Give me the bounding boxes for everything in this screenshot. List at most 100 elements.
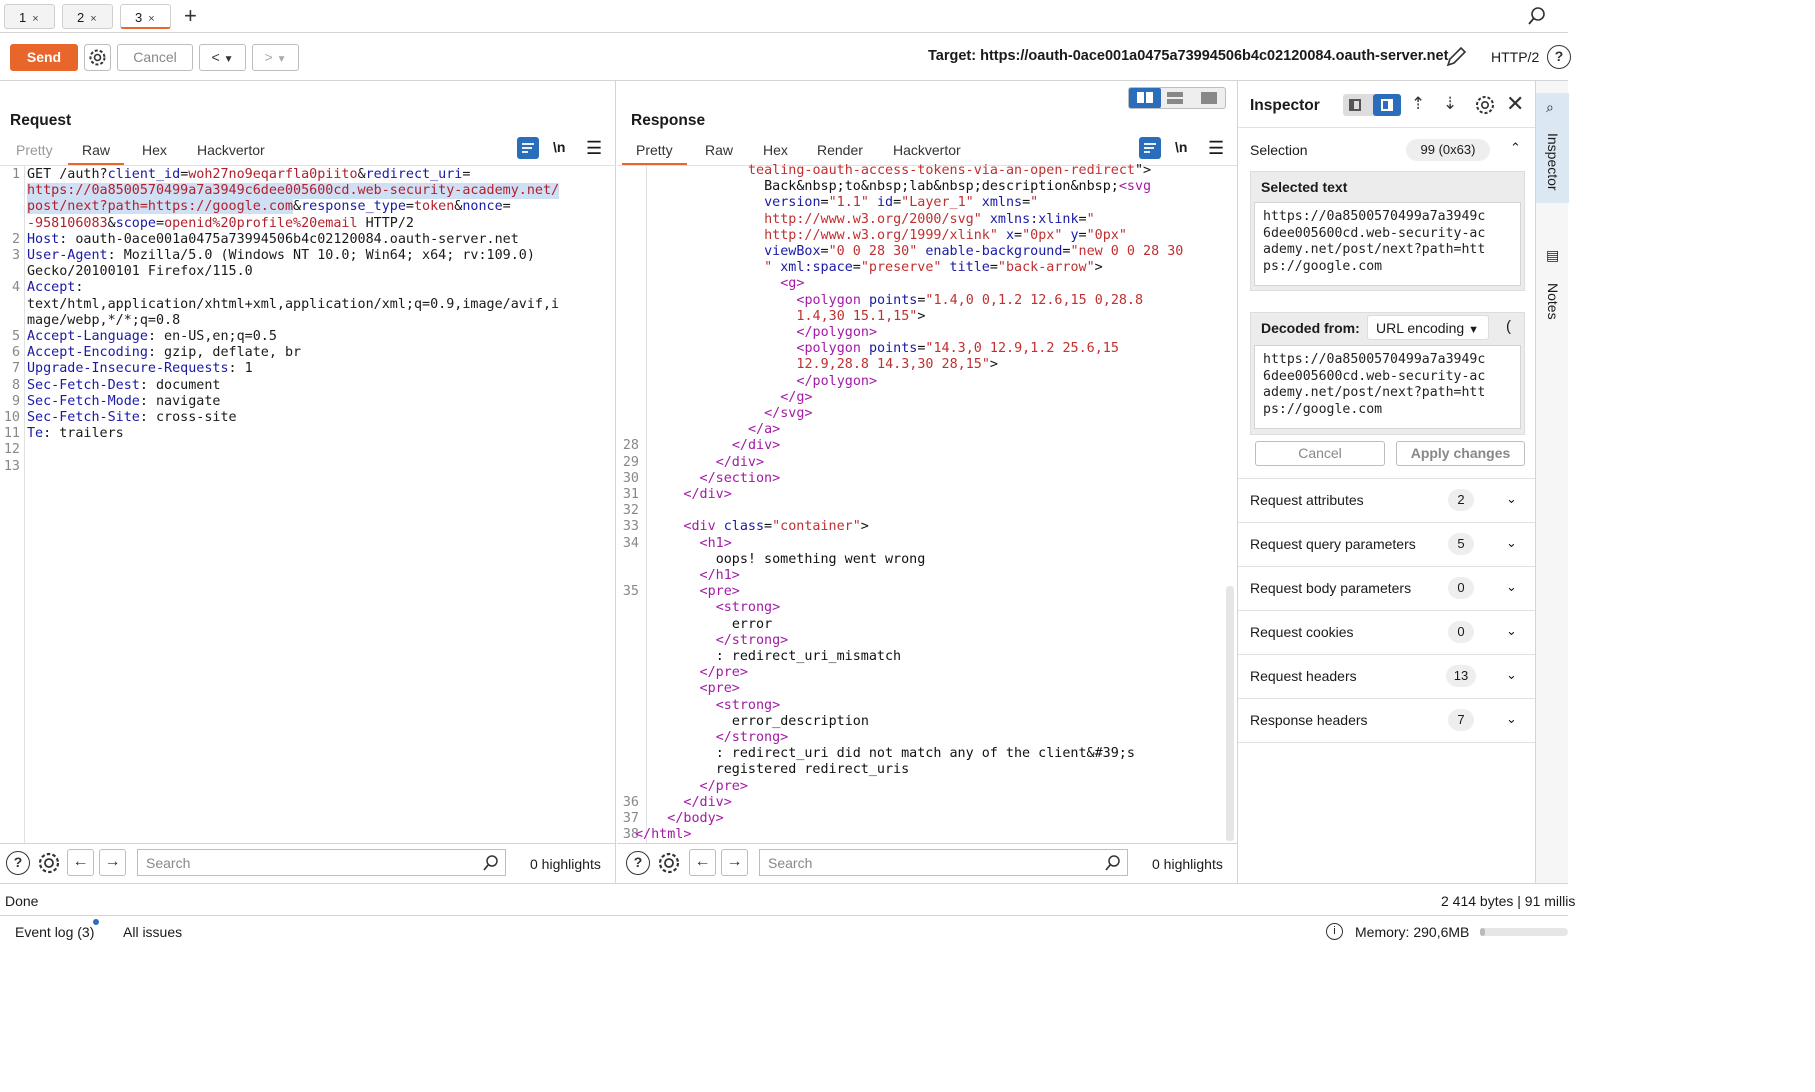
help-icon[interactable]: ? xyxy=(626,851,650,875)
forward-history-button[interactable]: > ▼ xyxy=(252,44,299,71)
help-icon[interactable]: ? xyxy=(6,851,30,875)
expand-all-icon[interactable]: ⇡ xyxy=(1411,94,1426,113)
settings-gear-icon[interactable] xyxy=(84,44,111,71)
newline-toggle[interactable]: \n xyxy=(1175,139,1188,155)
edit-pencil-icon[interactable] xyxy=(1444,45,1468,69)
chevron-left-icon: < xyxy=(211,49,220,65)
close-icon[interactable]: × xyxy=(90,13,97,25)
section-label: Request attributes xyxy=(1250,492,1364,508)
tab-hex[interactable]: Hex xyxy=(142,142,167,158)
arrow-left-icon: ← xyxy=(694,853,711,870)
count-badge: 0 xyxy=(1448,577,1474,599)
tab-raw[interactable]: Raw xyxy=(68,142,125,165)
close-icon[interactable]: ✕ xyxy=(1506,91,1525,116)
all-issues-link[interactable]: All issues xyxy=(123,924,183,940)
notes-icon: ▤ xyxy=(1546,247,1560,263)
side-tab-inspector[interactable]: ⌕ Inspector xyxy=(1536,93,1569,203)
next-match-button[interactable]: → xyxy=(99,849,126,876)
tab-pretty[interactable]: Pretty xyxy=(622,142,687,165)
tab-1[interactable]: 1× xyxy=(4,4,55,29)
tab-raw[interactable]: Raw xyxy=(705,142,734,158)
count-badge: 5 xyxy=(1448,533,1474,555)
close-icon[interactable]: × xyxy=(32,13,39,25)
search-icon xyxy=(1105,855,1120,871)
back-history-button[interactable]: < ▼ xyxy=(199,44,246,71)
side-tab-notes[interactable]: ▤ Notes xyxy=(1536,241,1569,331)
search-input[interactable]: Search xyxy=(137,849,506,876)
tab-hackvertor[interactable]: Hackvertor xyxy=(197,142,265,158)
inspector-panel: Inspector ⇡ ⇣ ✕ Selection 99 (0x63) ⌃ Se… xyxy=(1237,81,1536,883)
status-bar: Done 2 414 bytes | 91 millis xyxy=(0,883,1575,915)
chevron-down-icon: ⌄ xyxy=(1506,491,1517,506)
encoding-toggle-icon[interactable]: ( xyxy=(1506,318,1511,335)
previous-match-button[interactable]: ← xyxy=(689,849,716,876)
top-bottom-layout-icon[interactable] xyxy=(1167,92,1183,104)
tabs-layout-icon[interactable] xyxy=(1201,92,1217,104)
line-number: 28 xyxy=(622,438,639,454)
previous-match-button[interactable]: ← xyxy=(67,849,94,876)
tab-label: 1 xyxy=(19,10,27,25)
next-match-button[interactable]: → xyxy=(721,849,748,876)
search-icon[interactable] xyxy=(1527,6,1547,26)
chevron-down-icon: ▼ xyxy=(1468,324,1479,336)
chevron-right-icon: > xyxy=(264,49,273,65)
response-editor[interactable]: tealing-oauth-access-tokens-via-an-open-… xyxy=(617,163,1225,841)
tab-hackvertor[interactable]: Hackvertor xyxy=(893,142,961,158)
side-by-side-layout-icon[interactable] xyxy=(1129,88,1161,108)
panel-left-icon[interactable] xyxy=(1349,99,1361,111)
code-line: : redirect_uri_mismatch xyxy=(715,649,902,664)
tab-strip: 1× 2× 3× + xyxy=(0,0,1568,33)
line-number: 37 xyxy=(622,811,639,826)
event-log-link[interactable]: Event log (3) xyxy=(15,924,95,940)
protocol-label[interactable]: HTTP/2 xyxy=(1491,49,1540,65)
decoded-section: Decoded from: URL encoding ▼ ( https://0… xyxy=(1250,312,1525,435)
wrap-lines-icon[interactable] xyxy=(517,137,539,159)
tab-pretty[interactable]: Pretty xyxy=(16,142,53,158)
search-input[interactable]: Search xyxy=(759,849,1128,876)
line-number: 38 xyxy=(622,827,639,841)
selection-label[interactable]: Selection xyxy=(1250,142,1308,158)
code-line: viewBox="0 0 28 30" enable-background="n… xyxy=(764,244,1184,259)
tab-3[interactable]: 3× xyxy=(120,4,171,29)
highlights-count: 0 highlights xyxy=(530,856,601,872)
layout-switcher xyxy=(1128,87,1226,109)
collapse-all-icon[interactable]: ⇣ xyxy=(1443,94,1458,113)
notification-dot xyxy=(93,919,99,925)
section-label: Request headers xyxy=(1250,668,1357,684)
side-tab-label: Inspector xyxy=(1545,133,1561,191)
tab-2[interactable]: 2× xyxy=(62,4,113,29)
send-button[interactable]: Send xyxy=(10,44,78,71)
selected-redirect-uri[interactable]: https://0a8500570499a7a3949c6dee005600cd… xyxy=(27,183,560,200)
cancel-button[interactable]: Cancel xyxy=(117,44,193,71)
inspector-cancel-button[interactable]: Cancel xyxy=(1255,441,1385,466)
settings-gear-icon[interactable] xyxy=(656,850,682,876)
newline-toggle[interactable]: \n xyxy=(553,139,566,155)
decoding-select[interactable]: URL encoding ▼ xyxy=(1367,315,1489,340)
panel-right-icon[interactable] xyxy=(1373,94,1401,116)
wrap-lines-icon[interactable] xyxy=(1139,137,1161,159)
settings-gear-icon[interactable] xyxy=(36,850,62,876)
info-icon[interactable]: i xyxy=(1326,923,1343,940)
add-tab-icon[interactable]: + xyxy=(184,3,197,28)
chevron-up-icon[interactable]: ⌃ xyxy=(1510,140,1521,155)
tab-hex[interactable]: Hex xyxy=(763,142,788,158)
apply-changes-button[interactable]: Apply changes xyxy=(1396,441,1525,466)
tab-label: 3 xyxy=(135,10,143,25)
help-icon[interactable]: ? xyxy=(1547,45,1571,69)
menu-icon[interactable]: ☰ xyxy=(1208,138,1225,158)
inspector-title: Inspector xyxy=(1250,97,1320,114)
scrollbar-thumb[interactable] xyxy=(1226,586,1234,841)
section-label: Request query parameters xyxy=(1250,536,1416,552)
close-icon[interactable]: × xyxy=(148,13,155,25)
tab-render[interactable]: Render xyxy=(817,142,863,158)
settings-gear-icon[interactable] xyxy=(1474,94,1496,116)
menu-icon[interactable]: ☰ xyxy=(586,138,603,158)
